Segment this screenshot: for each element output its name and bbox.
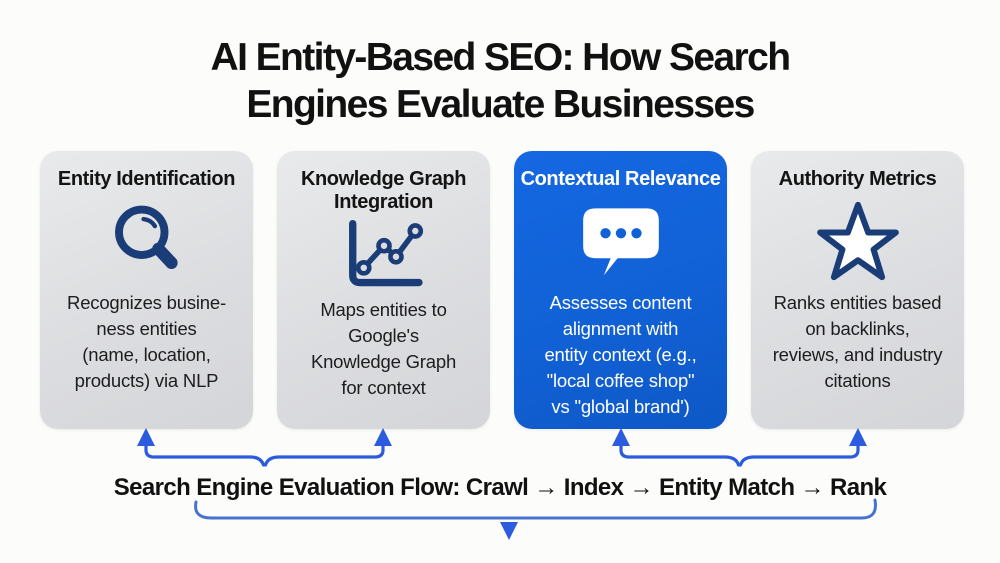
card-body: Recognizes busine- ness entities (name, … xyxy=(67,292,226,391)
bottom-brace xyxy=(194,498,877,540)
page-title-line1: AI Entity-Based SEO: How Search xyxy=(210,36,791,79)
up-arrow-icon xyxy=(137,428,155,446)
card-title: Contextual Relevance xyxy=(520,168,721,190)
card-authority-metrics: Authority Metrics Ranks entities based o… xyxy=(751,151,964,429)
bracket-cards-1-2 xyxy=(137,428,392,467)
card-title: Authority Metrics xyxy=(778,168,937,190)
card-contextual-relevance: Contextual Relevance Assesses content al… xyxy=(514,151,727,429)
bracket-cards-3-4 xyxy=(612,428,867,467)
flow-caption: Search Engine Evaluation Flow: Crawl → I… xyxy=(113,474,887,501)
page-title-line2: Engines Evaluate Businesses xyxy=(246,83,755,126)
down-arrow-icon xyxy=(500,522,518,540)
card-body: Maps entities to Google's Knowledge Grap… xyxy=(310,299,457,398)
page-title: AI Entity-Based SEO: How Search Engines … xyxy=(0,34,1000,128)
star-icon xyxy=(751,197,964,285)
card-entity-identification: Entity Identification Recognizes busine-… xyxy=(40,151,253,429)
magnifier-icon xyxy=(40,197,253,285)
up-arrow-icon xyxy=(849,428,867,446)
card-body: Assesses content alignment with entity c… xyxy=(544,292,697,417)
up-arrow-icon xyxy=(612,428,630,446)
card-body: Ranks entities based on backlinks, revie… xyxy=(772,292,943,391)
line-chart-icon xyxy=(277,216,490,292)
card-title: Entity Identification xyxy=(57,168,236,190)
up-arrow-icon xyxy=(374,428,392,446)
speech-bubble-icon xyxy=(514,197,727,285)
card-title: Knowledge Graph Integration xyxy=(300,168,467,213)
card-knowledge-graph-integration: Knowledge Graph Integration Maps entitie… xyxy=(277,151,490,429)
